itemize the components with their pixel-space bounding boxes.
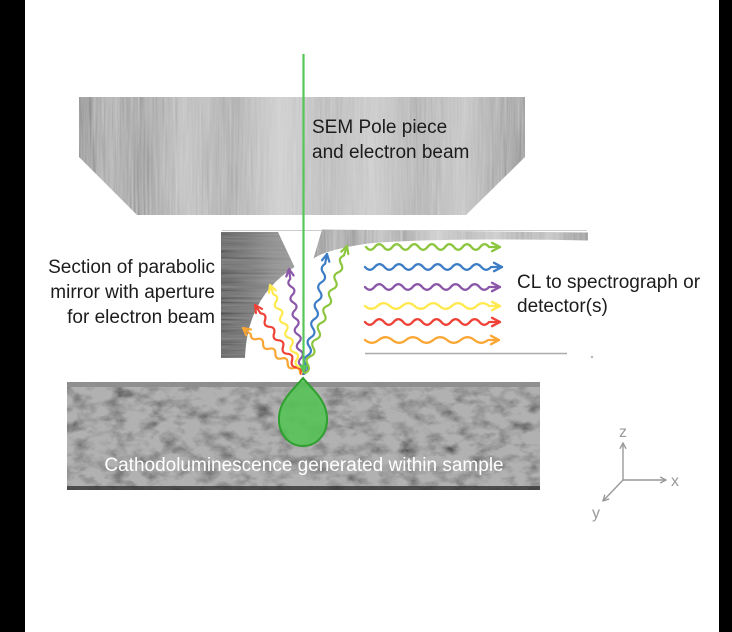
collimated-ray-orange-line — [363, 336, 501, 344]
axis-y-arrow-line — [602, 479, 624, 502]
mirror-label-line1: Section of parabolic — [48, 257, 215, 278]
collimated-ray-purple-head — [490, 281, 502, 293]
collimated-ray-blue-head — [492, 261, 504, 273]
collimated-ray-green-head — [490, 241, 502, 253]
emitted-ray-purple-head — [285, 267, 295, 278]
axis-z-label: z — [619, 424, 627, 441]
axis-y-arrow-head — [602, 494, 610, 502]
emitted-ray-green-head — [340, 244, 350, 255]
emitted-ray-blue-head — [320, 252, 331, 263]
mirror-left-section — [221, 232, 295, 358]
axis-x-arrow-head — [660, 476, 667, 484]
emitted-ray-yellow-line — [268, 283, 305, 376]
sample-bottom-edge — [67, 486, 540, 490]
emitted-ray-green-line — [303, 244, 349, 375]
emitted-ray-purple-line — [287, 267, 307, 376]
collimated-ray-green-line — [364, 243, 502, 251]
collimated-ray-orange-head — [489, 334, 501, 346]
cl-interaction-volume — [277, 376, 329, 448]
emitted-ray-orange-head — [241, 326, 252, 337]
emitted-ray-red-line — [253, 303, 303, 376]
cl-output-label-line2: detector(s) — [517, 296, 608, 317]
collimated-ray-yellow-head — [490, 300, 502, 312]
mirror-label-line3: for electron beam — [67, 307, 215, 328]
axis-z-arrow-head — [619, 442, 627, 449]
pole-piece-label-line1: SEM Pole piece — [312, 117, 447, 138]
collimated-ray-yellow-line — [363, 302, 502, 310]
mirror-right-section — [313, 229, 588, 259]
sem-pole-piece-shape — [79, 97, 525, 215]
axis-widget — [602, 442, 667, 502]
cl-output-label-line1: CL to spectrograph or — [517, 272, 701, 293]
speck-dot — [590, 355, 594, 359]
collimated-ray-purple-line — [363, 283, 502, 291]
electron-beam-arrowhead — [299, 365, 308, 374]
emitted-ray-orange-line — [241, 326, 302, 375]
axis-y-label: y — [592, 505, 600, 522]
frame-right-bar — [719, 0, 732, 632]
mirror-label-line2: mirror with aperture — [50, 282, 215, 303]
pole-piece-label-line2: and electron beam — [312, 142, 469, 163]
collimated-ray-red-line — [363, 318, 502, 326]
collimated-ray-red-head — [490, 316, 502, 328]
emitted-ray-yellow-head — [267, 283, 277, 294]
axis-x-label: x — [671, 473, 679, 490]
emitted-ray-blue-line — [302, 252, 329, 376]
collimated-ray-blue-line — [363, 263, 504, 271]
sample-label: Cathodoluminescence generated within sam… — [104, 455, 503, 476]
cl-rays — [241, 241, 504, 376]
emitted-ray-red-head — [253, 303, 264, 315]
frame-left-bar — [0, 0, 25, 632]
